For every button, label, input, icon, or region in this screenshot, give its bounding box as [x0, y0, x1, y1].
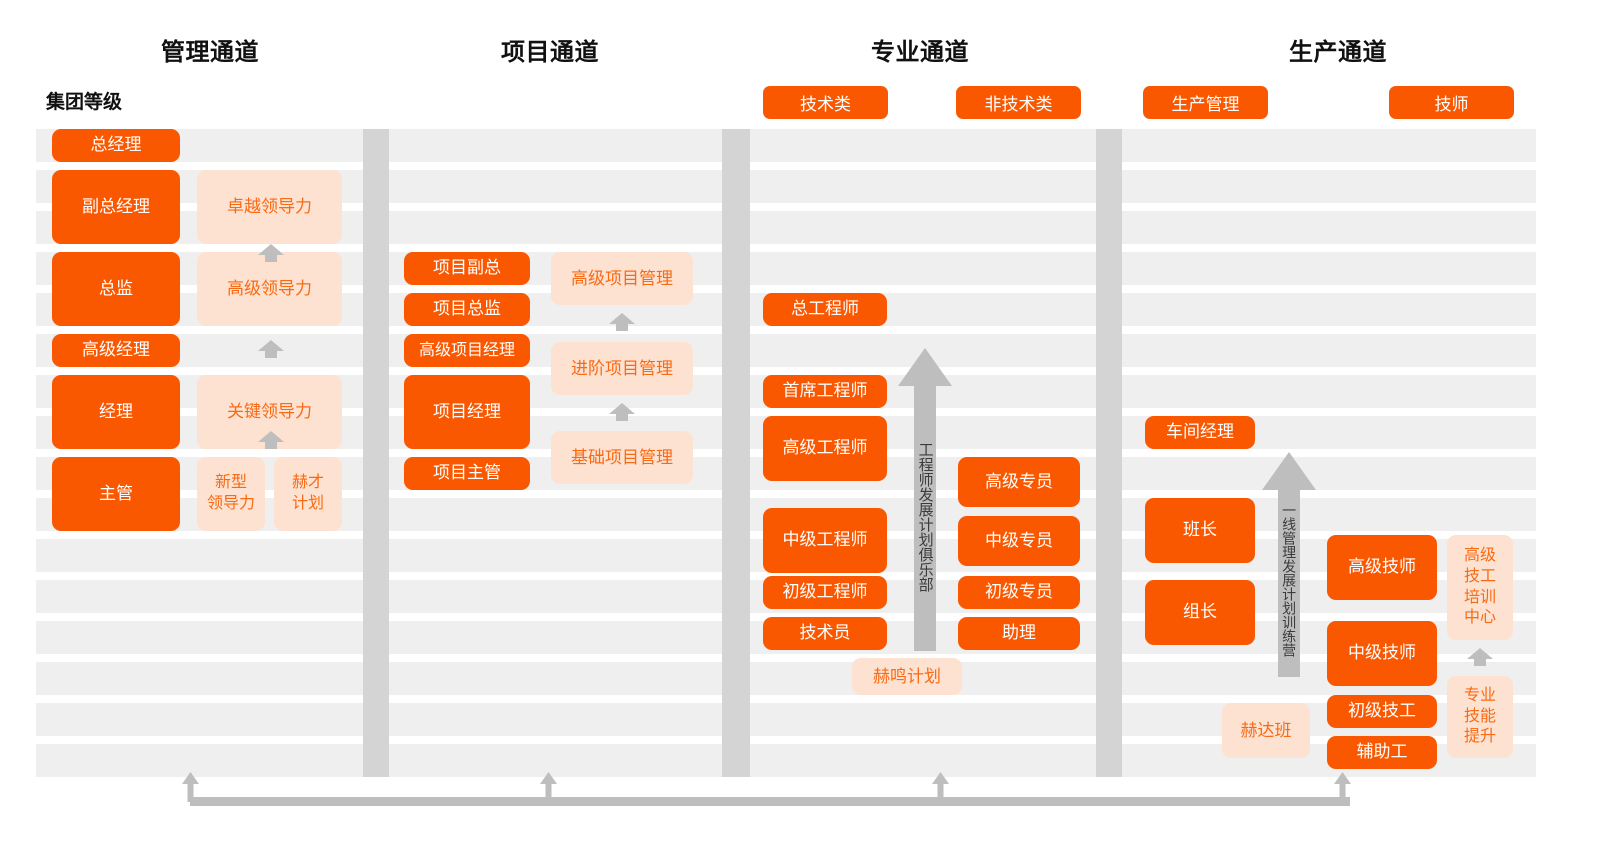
role-box-project-2[interactable]: 高级项目经理 — [404, 334, 530, 367]
role-box-management-5[interactable]: 主管 — [52, 457, 180, 531]
role-box-non-technical-2[interactable]: 初级专员 — [958, 576, 1080, 609]
program-box-management-0[interactable]: 卓越领导力 — [197, 170, 342, 244]
role-box-technical-1[interactable]: 首席工程师 — [763, 375, 887, 408]
role-box-technical-4[interactable]: 初级工程师 — [763, 576, 887, 609]
row-band — [36, 129, 1536, 162]
role-box-project-4[interactable]: 项目主管 — [404, 457, 530, 490]
program-box-management-1[interactable]: 高级领导力 — [197, 252, 342, 326]
role-box-technical-5[interactable]: 技术员 — [763, 617, 887, 650]
up-arrow-icon — [540, 772, 557, 802]
role-box-project-3[interactable]: 项目经理 — [404, 375, 530, 449]
bottom-connector-rail — [190, 797, 1350, 806]
role-box-technical-2[interactable]: 高级工程师 — [763, 416, 887, 481]
up-arrow-icon — [258, 431, 284, 449]
up-arrow-icon — [1334, 772, 1351, 802]
channel-title-professional: 专业通道 — [871, 39, 969, 66]
role-box-non-technical-1[interactable]: 中级专员 — [958, 516, 1080, 566]
role-box-project-1[interactable]: 项目总监 — [404, 293, 530, 326]
role-box-technician-0[interactable]: 高级技师 — [1327, 535, 1437, 600]
up-arrow-icon — [182, 772, 199, 802]
program-box-project-2[interactable]: 基础项目管理 — [551, 431, 693, 484]
program-box-management-3[interactable]: 新型 领导力 — [197, 457, 265, 531]
program-box-technician-0[interactable]: 高级 技工 培训 中心 — [1447, 535, 1513, 640]
channel-title-production: 生产通道 — [1289, 39, 1387, 66]
column-divider — [363, 129, 389, 777]
role-box-management-2[interactable]: 总监 — [52, 252, 180, 326]
program-box-project-1[interactable]: 进阶项目管理 — [551, 342, 693, 395]
column-divider — [1096, 129, 1122, 777]
up-arrow-icon — [932, 772, 949, 802]
row-band — [36, 334, 1536, 367]
program-box-technician-1[interactable]: 专业 技能 提升 — [1447, 676, 1513, 758]
role-box-technical-0[interactable]: 总工程师 — [763, 293, 887, 326]
category-pill-non-technical[interactable]: 非技术类 — [956, 86, 1081, 119]
channel-title-management: 管理通道 — [161, 39, 259, 66]
track-arrow-engineer-club: 工程师发展计划俱乐部 — [898, 348, 952, 651]
track-arrow-label: 工程师发展计划俱乐部 — [916, 441, 934, 592]
role-box-management-1[interactable]: 副总经理 — [52, 170, 180, 244]
program-box-professional-0[interactable]: 赫鸣计划 — [852, 658, 962, 695]
role-box-management-4[interactable]: 经理 — [52, 375, 180, 449]
role-box-production-0[interactable]: 车间经理 — [1145, 416, 1255, 449]
role-box-technician-1[interactable]: 中级技师 — [1327, 621, 1437, 686]
program-box-production-0[interactable]: 赫达班 — [1222, 703, 1310, 758]
track-arrow-label: 一线管理发展计划训练营 — [1281, 502, 1298, 657]
category-pill-technical[interactable]: 技术类 — [763, 86, 888, 119]
grade-axis-label: 集团等级 — [46, 92, 123, 113]
track-arrow-frontline-camp: 一线管理发展计划训练营 — [1262, 452, 1316, 677]
up-arrow-icon — [609, 403, 635, 421]
row-band — [36, 703, 1536, 736]
program-box-project-0[interactable]: 高级项目管理 — [551, 252, 693, 305]
up-arrow-icon — [258, 340, 284, 358]
role-box-management-0[interactable]: 总经理 — [52, 129, 180, 162]
channel-title-project: 项目通道 — [501, 39, 599, 66]
category-pill-prod-management[interactable]: 生产管理 — [1143, 86, 1268, 119]
role-box-technician-3[interactable]: 辅助工 — [1327, 736, 1437, 769]
role-box-technical-3[interactable]: 中级工程师 — [763, 508, 887, 573]
role-box-project-0[interactable]: 项目副总 — [404, 252, 530, 285]
row-band — [36, 744, 1536, 777]
role-box-production-2[interactable]: 组长 — [1145, 580, 1255, 645]
role-box-technician-2[interactable]: 初级技工 — [1327, 695, 1437, 728]
role-box-production-1[interactable]: 班长 — [1145, 498, 1255, 563]
role-box-management-3[interactable]: 高级经理 — [52, 334, 180, 367]
up-arrow-icon — [609, 313, 635, 331]
role-box-non-technical-0[interactable]: 高级专员 — [958, 457, 1080, 507]
up-arrow-icon — [258, 244, 284, 262]
up-arrow-icon — [1467, 648, 1493, 666]
role-box-non-technical-3[interactable]: 助理 — [958, 617, 1080, 650]
category-pill-technician[interactable]: 技师 — [1389, 86, 1514, 119]
program-box-management-4[interactable]: 赫才 计划 — [274, 457, 342, 531]
column-divider — [722, 129, 750, 777]
